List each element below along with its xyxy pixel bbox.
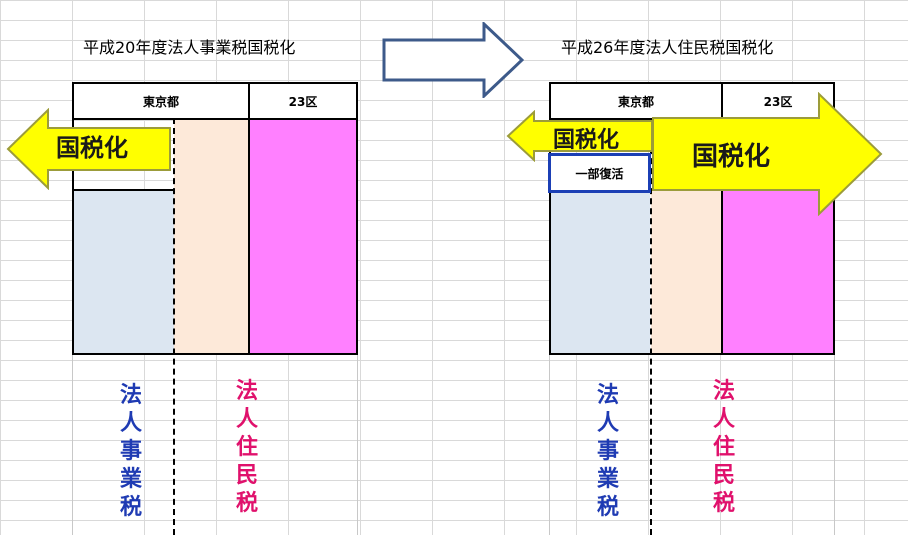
- right-header-tokyo: 東京都: [549, 82, 723, 120]
- char: 人: [712, 407, 735, 432]
- transition-arrow: [382, 22, 524, 98]
- left-divider-line: [248, 118, 250, 355]
- left-business-tax-area: [74, 190, 174, 354]
- left-business-tax-top-line: [72, 189, 174, 191]
- right-resident-tax-tokyo-area: [651, 188, 721, 354]
- char: 業: [596, 467, 619, 492]
- right-business-tax-label: 法 人 事 業 税: [593, 382, 623, 522]
- right-bottom-edge: [549, 355, 550, 535]
- right-business-tax-area: [551, 192, 650, 354]
- left-resident-tax-label: 法 人 住 民 税: [232, 378, 262, 518]
- left-business-tax-label: 法 人 事 業 税: [116, 382, 146, 522]
- char: 税: [712, 491, 735, 516]
- left-title: 平成20年度法人事業税国税化: [83, 38, 296, 57]
- left-header-tokyo: 東京都: [72, 82, 250, 120]
- char: 法: [119, 383, 142, 408]
- right-chart-frame: [549, 118, 835, 355]
- char: 人: [119, 411, 142, 436]
- right-nationalize-arrow-right: [652, 92, 883, 216]
- char: 住: [235, 435, 258, 460]
- char: 税: [235, 491, 258, 516]
- char: 民: [235, 463, 258, 488]
- left-bottom-edge-right: [357, 355, 358, 535]
- char: 法: [596, 383, 619, 408]
- left-ward-area: [250, 120, 356, 354]
- partial-revival-box: 一部復活: [548, 153, 651, 193]
- char: 民: [712, 463, 735, 488]
- char: 税: [119, 495, 142, 520]
- left-dashed-divider: [173, 118, 175, 535]
- left-chart-frame: [72, 118, 358, 355]
- char: 事: [119, 439, 142, 464]
- char: 業: [119, 467, 142, 492]
- left-arrow-label: 国税化: [56, 134, 128, 162]
- right-title: 平成26年度法人住民税国税化: [561, 38, 774, 57]
- char: 法: [712, 379, 735, 404]
- left-header-23ku: 23区: [248, 82, 358, 120]
- right-divider-line: [721, 118, 723, 355]
- left-bottom-edge: [72, 355, 73, 535]
- right-ward-area: [723, 190, 833, 354]
- char: 人: [235, 407, 258, 432]
- right-resident-tax-label: 法 人 住 民 税: [709, 378, 739, 518]
- left-nationalize-arrow: [6, 108, 171, 190]
- char: 事: [596, 439, 619, 464]
- char: 住: [712, 435, 735, 460]
- char: 人: [596, 411, 619, 436]
- right-dashed-divider: [650, 118, 652, 535]
- char: 法: [235, 379, 258, 404]
- char: 税: [596, 495, 619, 520]
- right-arrow-right-label: 国税化: [692, 142, 771, 172]
- right-arrow-left-label: 国税化: [553, 128, 620, 153]
- left-resident-tax-tokyo-area: [174, 120, 248, 354]
- right-header-23ku: 23区: [721, 82, 835, 120]
- right-bottom-edge-right: [834, 355, 835, 535]
